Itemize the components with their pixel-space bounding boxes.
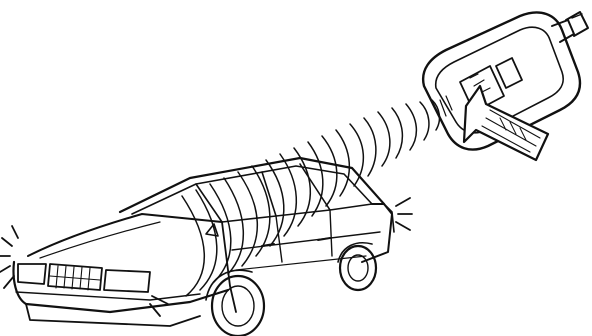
signal-waves-icon: [182, 100, 439, 296]
